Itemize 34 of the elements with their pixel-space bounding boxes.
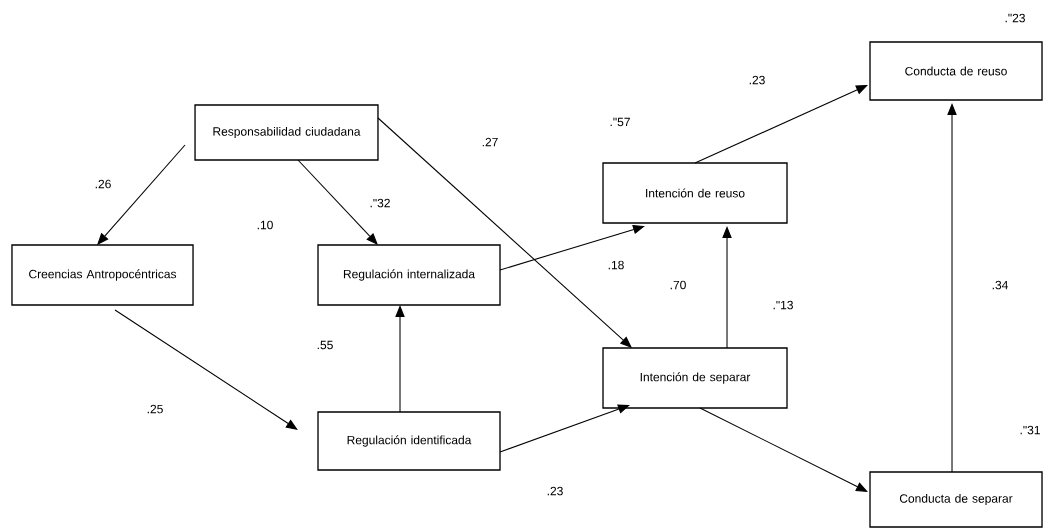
variable-box: Creencias Antropocéntricas [11, 244, 194, 306]
arrow [722, 226, 732, 349]
coefficient: .70 [670, 280, 686, 290]
coefficient: .55 [317, 340, 333, 350]
variable-box: Conducta de separar [869, 471, 1043, 528]
coefficient: .10 [257, 220, 273, 230]
variable-box: Regulación identificada [317, 411, 501, 471]
coefficient: ."57 [610, 117, 630, 127]
coefficient: .25 [147, 404, 163, 414]
arrow [97, 144, 186, 245]
arrow [395, 305, 405, 413]
coefficient: ."32 [370, 198, 390, 208]
coefficient: .23 [749, 75, 765, 85]
coefficient: .27 [482, 137, 498, 147]
coefficient: ."31 [1020, 425, 1040, 435]
arrow [499, 404, 630, 453]
coefficient: .23 [547, 486, 563, 496]
variable-box: Responsabilidad ciudadana [194, 104, 379, 161]
coefficient: .18 [608, 260, 624, 270]
arrow [377, 117, 632, 348]
arrow [947, 103, 957, 473]
arrow [499, 224, 645, 271]
variable-box: Intención de reuso [602, 162, 788, 224]
coefficient: ."13 [773, 300, 793, 310]
arrow [699, 407, 868, 492]
coefficient: ."23 [1005, 13, 1025, 23]
variable-box: Regulación internalizada [317, 244, 501, 306]
arrow [114, 309, 298, 430]
variable-box: Intención de separar [602, 347, 788, 409]
coefficient: .26 [95, 179, 111, 189]
coefficient: .34 [992, 280, 1008, 290]
arrow [694, 85, 868, 164]
arrow [297, 159, 378, 245]
variable-box: Conducta de reuso [869, 41, 1043, 101]
